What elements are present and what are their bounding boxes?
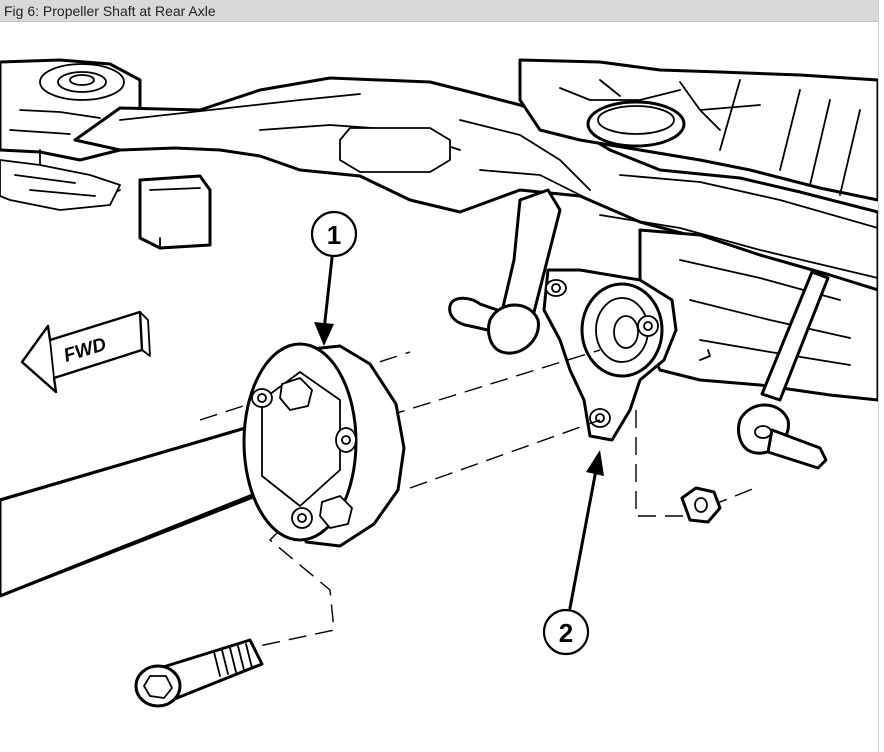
scrollbar-edge: [878, 0, 884, 752]
forward-direction-arrow: FWD: [20, 310, 151, 394]
callout-2-number: 2: [559, 618, 573, 648]
callout-2-arrowhead: [586, 450, 604, 476]
propeller-shaft-diagram: 1 2 FWD: [0, 58, 878, 708]
callout-2: 2: [542, 450, 604, 656]
right-link-rod: [737, 270, 830, 470]
differential-housing: [638, 228, 878, 402]
socket-head-bolt: [134, 638, 264, 708]
rear-axle-housing: [518, 58, 878, 202]
callout-1-arrowhead: [314, 322, 334, 346]
figure-caption: Fig 6: Propeller Shaft at Rear Axle: [4, 3, 216, 19]
flex-coupling: [242, 342, 406, 548]
callout-1: 1: [310, 210, 358, 346]
left-suspension-bushing: [0, 58, 212, 250]
callout-1-number: 1: [327, 220, 341, 250]
left-link-stud: [448, 188, 562, 355]
pinion-flange: [542, 268, 678, 442]
hex-nut: [680, 486, 722, 524]
figure-caption-bar: Fig 6: Propeller Shaft at Rear Axle: [0, 0, 878, 22]
